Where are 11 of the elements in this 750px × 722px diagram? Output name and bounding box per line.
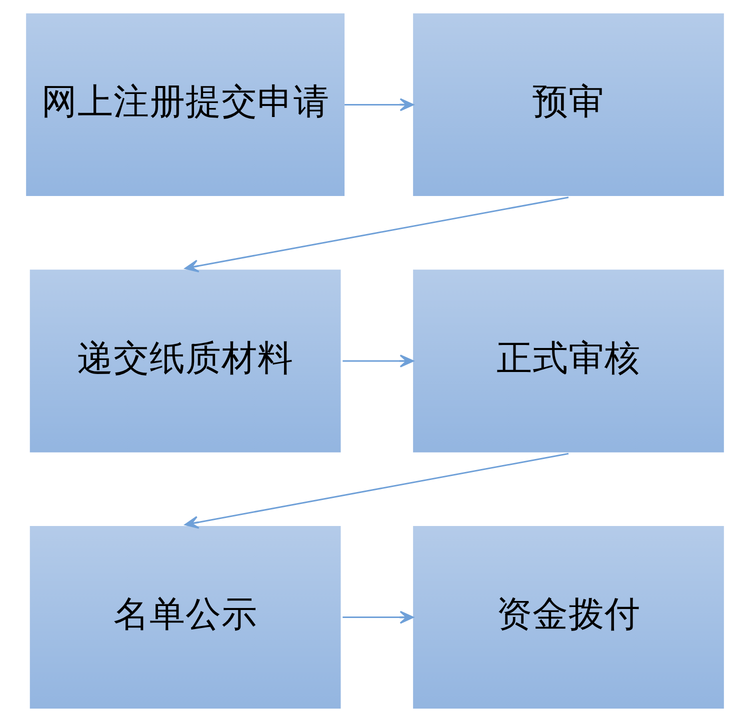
- arrow: [184, 452, 569, 529]
- arrow: [344, 98, 414, 112]
- node-box: 递交纸质材料: [30, 270, 341, 452]
- node-box: 资金拨付: [413, 526, 724, 709]
- node-box: 预审: [413, 13, 724, 196]
- arrow: [342, 354, 414, 368]
- node-box: 网上注册提交申请: [26, 13, 345, 196]
- arrow: [184, 196, 569, 272]
- node-box: 名单公示: [30, 526, 341, 709]
- arrow: [342, 610, 414, 624]
- node-box: 正式审核: [413, 270, 724, 452]
